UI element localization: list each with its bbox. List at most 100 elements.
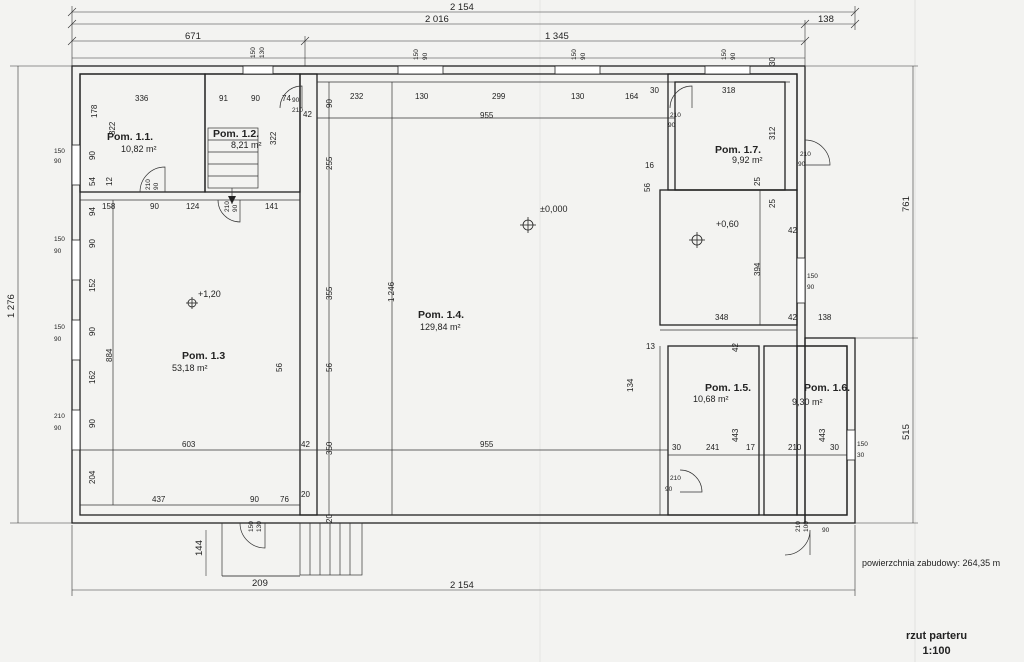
dim-bottom-total: 2 154: [450, 580, 474, 591]
dim-text: 42: [301, 440, 310, 449]
dim-text: 12: [105, 177, 114, 186]
room-area: 53,18 m²: [172, 363, 208, 373]
dim-right-upper: 761: [901, 196, 912, 212]
dim-text: 138: [818, 313, 832, 322]
dim-text: 42: [788, 313, 797, 322]
dim-text: 150: [250, 47, 257, 58]
room-area: 9,30 m²: [792, 397, 823, 407]
dim-text: 56: [643, 183, 652, 192]
dim-text: 130: [256, 521, 263, 532]
dim-text: 90: [88, 239, 97, 248]
dim-text: 90: [54, 248, 62, 255]
dim-text: 90: [822, 527, 830, 534]
side-dimension-chains: 1 276 761 515 2 154 209 144: [6, 65, 918, 596]
dim-text: 130: [571, 92, 585, 101]
dim-text: 42: [788, 226, 797, 235]
dim-text: 350: [325, 441, 334, 455]
window-tags-top: 150 130 150 90 150 90 150 90: [250, 47, 737, 60]
dim-text: 150: [807, 273, 818, 280]
dim-text: 30: [830, 443, 839, 452]
dim-text: 90: [422, 52, 429, 60]
dim-text: 158: [102, 202, 116, 211]
dim-text: 210: [224, 201, 231, 212]
level-room13: +1,20: [198, 289, 221, 299]
dim-text: 90: [88, 419, 97, 428]
dim-text: 150: [857, 441, 868, 448]
dim-text: 150: [248, 521, 255, 532]
dim-text: 210: [800, 151, 811, 158]
dim-text: 150: [54, 148, 65, 155]
dim-text: 884: [105, 348, 114, 362]
dim-text: 90: [668, 122, 676, 129]
dim-text: 30: [768, 57, 777, 66]
dim-text: 152: [88, 278, 97, 292]
dim-text: 42: [731, 343, 740, 352]
dim-text: 90: [54, 336, 62, 343]
dim-text: 318: [722, 86, 736, 95]
dim-text: 241: [706, 443, 720, 452]
dim-text: 1 246: [387, 281, 396, 302]
dim-text: 336: [135, 94, 149, 103]
dim-stair-depth: 144: [194, 540, 205, 556]
dim-text: 100: [803, 521, 810, 532]
dim-left-total: 1 276: [6, 294, 17, 318]
dim-text: 130: [415, 92, 429, 101]
dim-text: 90: [325, 99, 334, 108]
windows: [71, 65, 856, 461]
dim-top-right: 138: [818, 14, 834, 25]
level-room17: +0,60: [716, 219, 739, 229]
dim-text: 91: [219, 94, 228, 103]
room-name: Pom. 1.4.: [418, 309, 464, 321]
dim-top-mid: 1 345: [545, 31, 569, 42]
dim-text: 25: [753, 177, 762, 186]
dim-text: 90: [730, 52, 737, 60]
dim-text: 299: [492, 92, 506, 101]
dim-text: 210: [145, 179, 152, 190]
dim-text: 162: [88, 370, 97, 384]
dim-text: 232: [350, 92, 364, 101]
room-area: 10,68 m²: [693, 394, 729, 404]
dim-text: 76: [280, 495, 289, 504]
room-area: 10,82 m²: [121, 144, 157, 154]
dim-text: 30: [857, 452, 865, 459]
dim-text: 30: [672, 443, 681, 452]
dim-text: 90: [150, 202, 159, 211]
dim-text: 90: [807, 284, 815, 291]
dim-text: 94: [88, 207, 97, 216]
dim-text: 130: [259, 47, 266, 58]
built-area-label: powierzchnia zabudowy: 264,35 m: [862, 558, 1001, 568]
dim-text: 443: [731, 428, 740, 442]
drawing-title: rzut parteru: [906, 630, 968, 642]
dim-text: 255: [325, 156, 334, 170]
dim-text: 25: [768, 199, 777, 208]
dim-text: 90: [88, 327, 97, 336]
dim-text: 56: [275, 363, 284, 372]
room-name: Pom. 1.3: [182, 350, 225, 362]
dim-text: 42: [303, 110, 312, 119]
dim-text: 54: [88, 177, 97, 186]
room-labels: Pom. 1.1. 10,82 m² Pom. 1.2. 8,21 m² Pom…: [107, 128, 850, 407]
dim-text: 17: [746, 443, 755, 452]
dim-text: 210: [292, 107, 303, 114]
internal-dimensions: 336 91 90 74 90 210 42 232 130 299 130 1…: [88, 57, 839, 523]
dim-text: 30: [650, 86, 659, 95]
dim-top-second: 2 016: [425, 14, 449, 25]
dim-text: 90: [665, 486, 673, 493]
dim-right-lower: 515: [901, 424, 912, 440]
room-name: Pom. 1.7.: [715, 144, 761, 156]
dim-text: 134: [626, 378, 635, 392]
dim-top-left: 671: [185, 31, 201, 42]
opening-tags: 150 90 150 90 150 90 210 90 150 90 150 3…: [54, 112, 868, 534]
dim-text: 150: [54, 324, 65, 331]
room-area: 9,92 m²: [732, 155, 763, 165]
dim-text: 322: [269, 131, 278, 145]
level-markers: ±0,000 +0,60 +1,20: [186, 204, 739, 309]
drawing-scale: 1:100: [922, 645, 951, 657]
dim-text: 178: [90, 104, 99, 118]
dim-text: 90: [232, 204, 239, 212]
dim-text: 90: [54, 425, 62, 432]
stairs: [207, 127, 363, 577]
dim-text: 348: [715, 313, 729, 322]
